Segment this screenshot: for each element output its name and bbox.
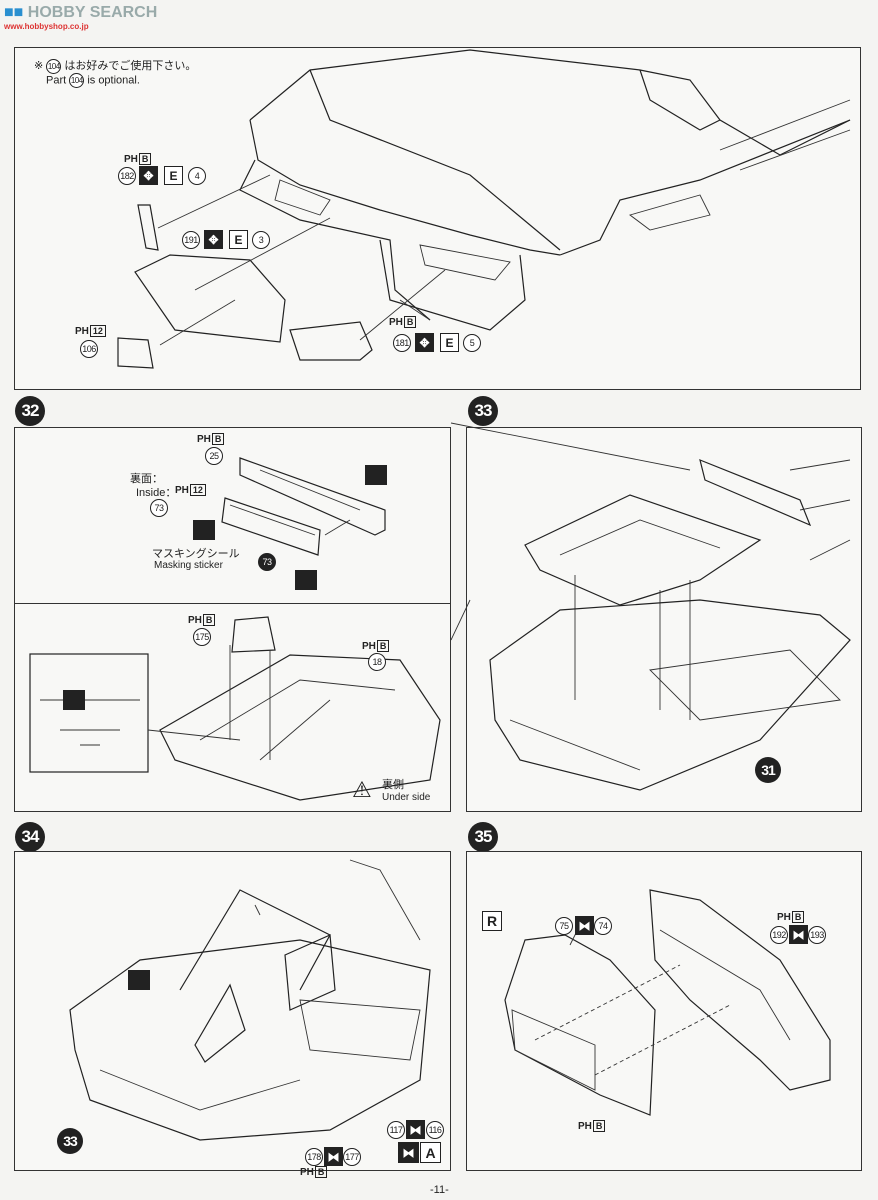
sticker-icon — [128, 970, 150, 990]
step-35-panel — [466, 851, 862, 1171]
part-175-callout: 175 — [193, 628, 211, 646]
part-18-callout: 18 — [368, 653, 386, 671]
sticker-73-callout: 73 — [258, 553, 276, 571]
underside-jp: 裏側 — [382, 779, 404, 791]
inside-en-label: Inside： — [136, 487, 177, 499]
watermark-brand: HOBBY SEARCH — [27, 4, 158, 21]
masking-en: Masking sticker — [154, 560, 223, 571]
optional-note-jp: ※ 104 はお好みでご使用下さい。 — [34, 58, 197, 74]
step-33-panel — [466, 427, 862, 812]
part-191-callout: 191 — [182, 231, 200, 249]
ref-31-callout: 31 — [755, 757, 781, 783]
part-104-callout: 104 — [46, 58, 62, 74]
part-178-callout: 178 — [305, 1148, 323, 1166]
part-106-callout: 106 — [80, 340, 98, 358]
mirror-pair-icon: ⧓ — [789, 925, 808, 944]
part-116-callout: 116 — [426, 1121, 444, 1139]
sticker-icon — [193, 520, 215, 540]
sticker-icon — [295, 570, 317, 590]
part-192-callout: 192 — [770, 926, 788, 944]
watermark-logo-icon: ■■ — [4, 4, 24, 21]
finish-icon: E — [164, 166, 183, 185]
part-74-callout: 74 — [594, 917, 612, 935]
step-35-number: 35 — [468, 822, 498, 852]
part-181-callout: 181 — [393, 334, 411, 352]
mirror-pair-icon: ⧓ — [324, 1147, 343, 1166]
page-number: -11- — [430, 1184, 449, 1196]
watermark: ■■ HOBBY SEARCH www.hobbyshop.co.jp — [4, 4, 157, 31]
part-75-callout: 75 — [555, 917, 573, 935]
masking-jp: マスキングシール — [152, 548, 240, 560]
sticker-icon — [365, 465, 387, 485]
cement-icon: ✥ — [204, 230, 223, 249]
underside-en: Under side — [382, 792, 431, 803]
car-front-drawing — [117, 49, 851, 369]
letter-a-box: A — [420, 1142, 441, 1163]
r-tag: R — [482, 911, 502, 931]
part-73-callout: 73 — [150, 499, 168, 517]
warning-icon: ⚠ — [352, 777, 372, 802]
cement-icon: ✥ — [415, 333, 434, 352]
grade-4: 4 — [188, 167, 206, 185]
inside-jp-label: 裏面： — [130, 473, 163, 485]
sticker-icon — [63, 690, 85, 710]
finish-icon: E — [440, 333, 459, 352]
grade-3: 3 — [252, 231, 270, 249]
step-32-panel — [14, 427, 451, 812]
mirror-assembly-icon: ⧓ — [398, 1142, 419, 1163]
step-34-panel — [14, 851, 451, 1171]
step-34-number: 34 — [15, 822, 45, 852]
step-32-number: 32 — [15, 396, 45, 426]
optional-note-en: Part 104 is optional. — [46, 73, 140, 88]
step-32-divider — [14, 603, 451, 604]
part-193-callout: 193 — [808, 926, 826, 944]
part-25-callout: 25 — [205, 447, 223, 465]
mirror-pair-icon: ⧓ — [575, 916, 594, 935]
mirror-pair-icon: ⧓ — [406, 1120, 425, 1139]
watermark-site: www.hobbyshop.co.jp — [4, 22, 89, 31]
cement-icon: ✥ — [139, 166, 158, 185]
ref-33-callout: 33 — [57, 1128, 83, 1154]
grade-5: 5 — [463, 334, 481, 352]
part-117-callout: 117 — [387, 1121, 405, 1139]
step-33-number: 33 — [468, 396, 498, 426]
finish-icon: E — [229, 230, 248, 249]
part-182-callout: 182 — [118, 167, 136, 185]
top-panel — [14, 47, 861, 390]
part-177-callout: 177 — [343, 1148, 361, 1166]
